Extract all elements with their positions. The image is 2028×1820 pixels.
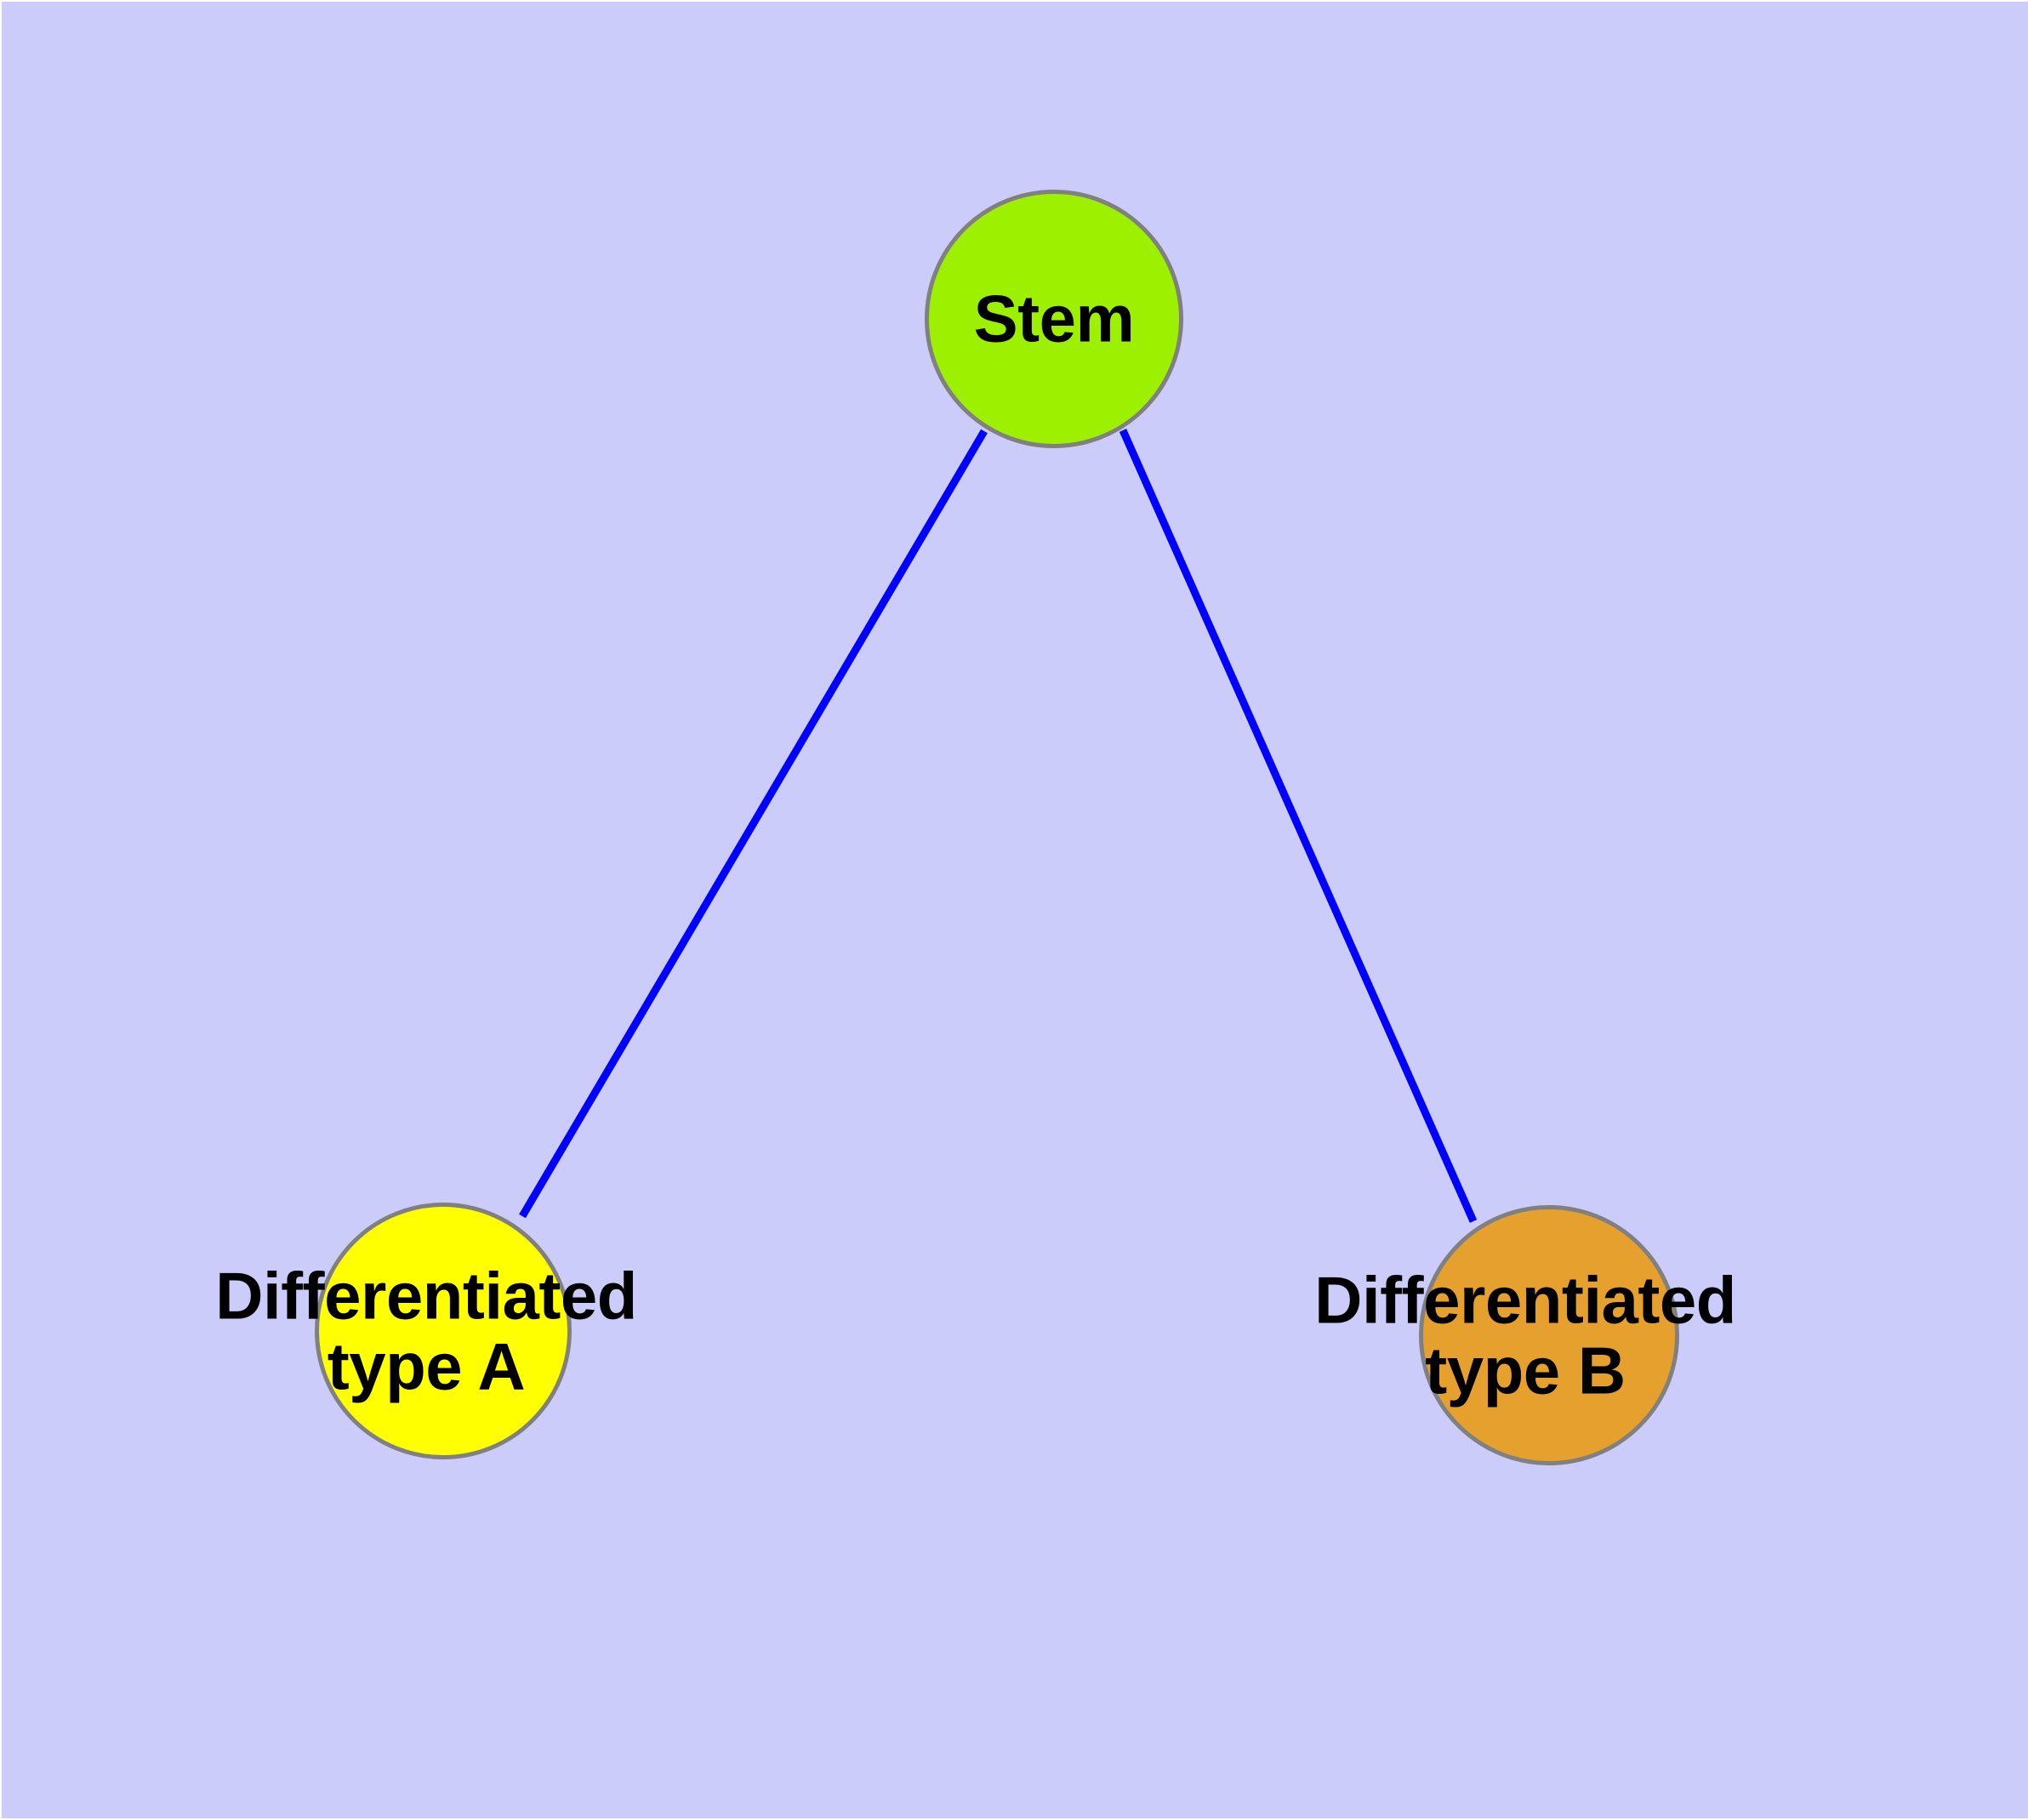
edge-stem-to-differentiated-type-b — [1119, 429, 1478, 1223]
node-differentiated-type-a[interactable]: Differentiated type A — [215, 1203, 637, 1459]
node-stem[interactable]: Stem — [925, 190, 1183, 448]
node-differentiated-type-b[interactable]: Differentiated type B — [1314, 1205, 1736, 1465]
node-stem-label: Stem — [973, 281, 1135, 356]
edge-stem-to-differentiated-type-a — [519, 429, 988, 1219]
